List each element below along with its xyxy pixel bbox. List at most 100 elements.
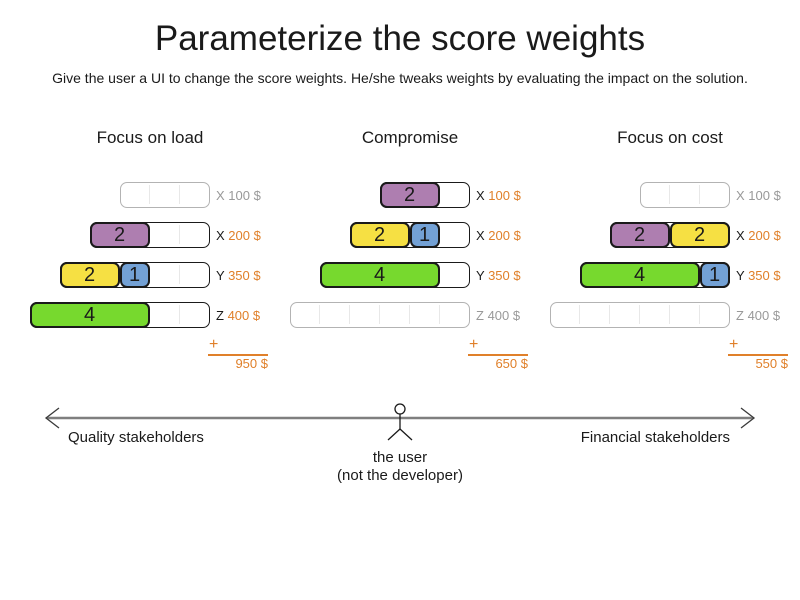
arrow-left-icon [44,407,60,429]
unit-divider [149,305,150,324]
column-title: Compromise [361,128,459,147]
row-label: X 100 $ [216,182,261,208]
row-letter: Z [216,308,228,323]
unit-divider [149,225,150,244]
weight-block-yellow: 2 [669,221,730,248]
column-total: 550 $ [755,356,788,371]
sum-line [728,354,788,356]
row-label: X 200 $ [216,222,261,248]
unit-divider [699,185,700,204]
unit-divider [439,305,440,324]
column-title: Focus on load [96,128,204,147]
weight-box: 4 [319,261,470,288]
weight-box: 4 [29,301,210,328]
unit-divider [179,265,180,284]
unit-divider [579,305,580,324]
plus-sign: + [209,336,219,353]
plus-sign: + [469,336,479,353]
row-label: Y 350 $ [476,262,521,288]
weight-block-purple: 2 [379,181,440,208]
plus-sign: + [729,336,739,353]
unit-divider [409,305,410,324]
unit-divider [149,265,150,284]
arrow-right-icon [740,407,756,429]
weight-box [120,182,210,208]
unit-divider [669,185,670,204]
unit-divider [669,305,670,324]
row-letter: Y [476,268,489,283]
row-letter: X [476,188,489,203]
row-label: Y 350 $ [736,262,781,288]
row-letter: X [736,228,749,243]
row-price: 100 $ [748,188,781,203]
row-price: 400 $ [227,308,261,323]
row-letter: X [736,188,749,203]
slide-subtitle: Give the user a UI to change the score w… [52,70,748,86]
row-price: 100 $ [488,188,521,203]
weight-block-blue: 1 [409,221,440,248]
row-price: 350 $ [488,268,521,283]
user-stick-figure-icon [387,403,413,441]
row-label: X 100 $ [736,182,781,208]
row-price: 200 $ [748,228,781,243]
weight-block-green: 4 [319,261,440,288]
unit-divider [349,305,350,324]
weight-block-green: 4 [579,261,700,288]
unit-divider [379,305,380,324]
row-letter: Z [736,308,748,323]
row-letter: Y [216,268,229,283]
row-price: 200 $ [488,228,521,243]
unit-divider [179,225,180,244]
weight-block-purple: 2 [89,221,150,248]
weight-block-blue: 1 [119,261,150,288]
row-letter: X [476,228,489,243]
slide-title: Parameterize the score weights [154,19,646,58]
unit-divider [179,185,180,204]
row-label: X 200 $ [476,222,521,248]
unit-divider [149,185,150,204]
sum-line [208,354,268,356]
weight-block-purple: 2 [609,221,670,248]
row-price: 400 $ [487,308,521,323]
row-letter: X [216,228,229,243]
weight-box: 2 [379,181,470,208]
axis-label-quality-stakeholders: Quality stakeholders [68,429,204,446]
weight-block-yellow: 2 [349,221,410,248]
weight-box [290,302,470,328]
row-label: X 200 $ [736,222,781,248]
column-total: 950 $ [235,356,268,371]
unit-divider [699,305,700,324]
stakeholder-axis [44,403,756,441]
weight-block-blue: 1 [699,261,730,288]
row-label: Z 400 $ [476,302,520,328]
row-letter: Z [476,308,488,323]
sum-line [468,354,528,356]
weight-box: 2 [89,221,210,248]
row-price: 400 $ [747,308,781,323]
row-label: Y 350 $ [216,262,261,288]
unit-divider [439,185,440,204]
unit-divider [639,305,640,324]
axis-label-the-user: the user [372,449,428,466]
weight-box [640,182,730,208]
row-price: 350 $ [228,268,261,283]
unit-divider [439,225,440,244]
weight-box [550,302,730,328]
row-price: 200 $ [228,228,261,243]
row-label: X 100 $ [476,182,521,208]
axis-label-financial-stakeholders: Financial stakeholders [580,429,730,446]
unit-divider [609,305,610,324]
row-label: Z 400 $ [216,302,260,328]
row-letter: Y [736,268,749,283]
weight-block-green: 4 [29,301,150,328]
weight-block-yellow: 2 [59,261,120,288]
row-price: 100 $ [228,188,261,203]
column-title: Focus on cost [617,128,723,147]
